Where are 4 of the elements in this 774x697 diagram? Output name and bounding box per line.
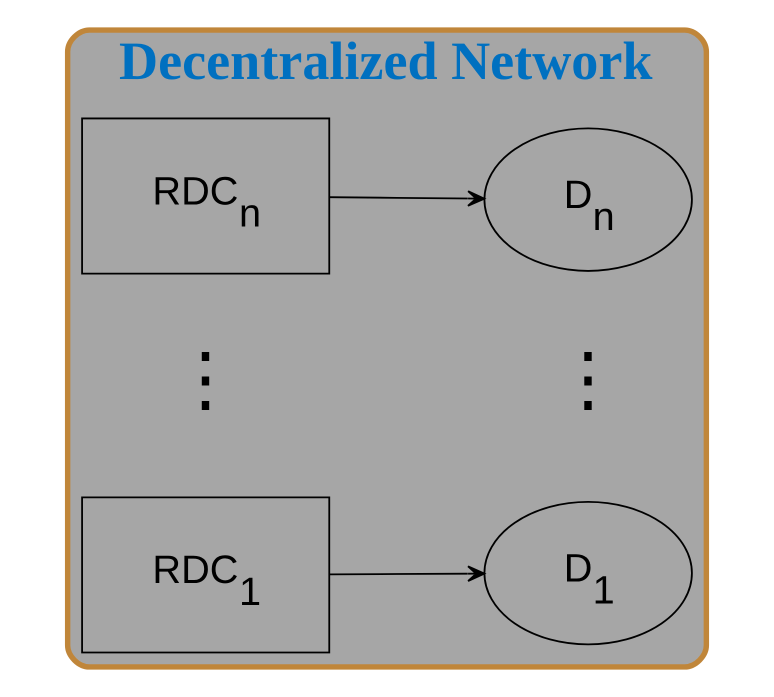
label: ⋮: [552, 340, 624, 420]
arrow: [329, 565, 486, 582]
arrow: [329, 190, 486, 207]
label: ⋮: [170, 340, 242, 420]
